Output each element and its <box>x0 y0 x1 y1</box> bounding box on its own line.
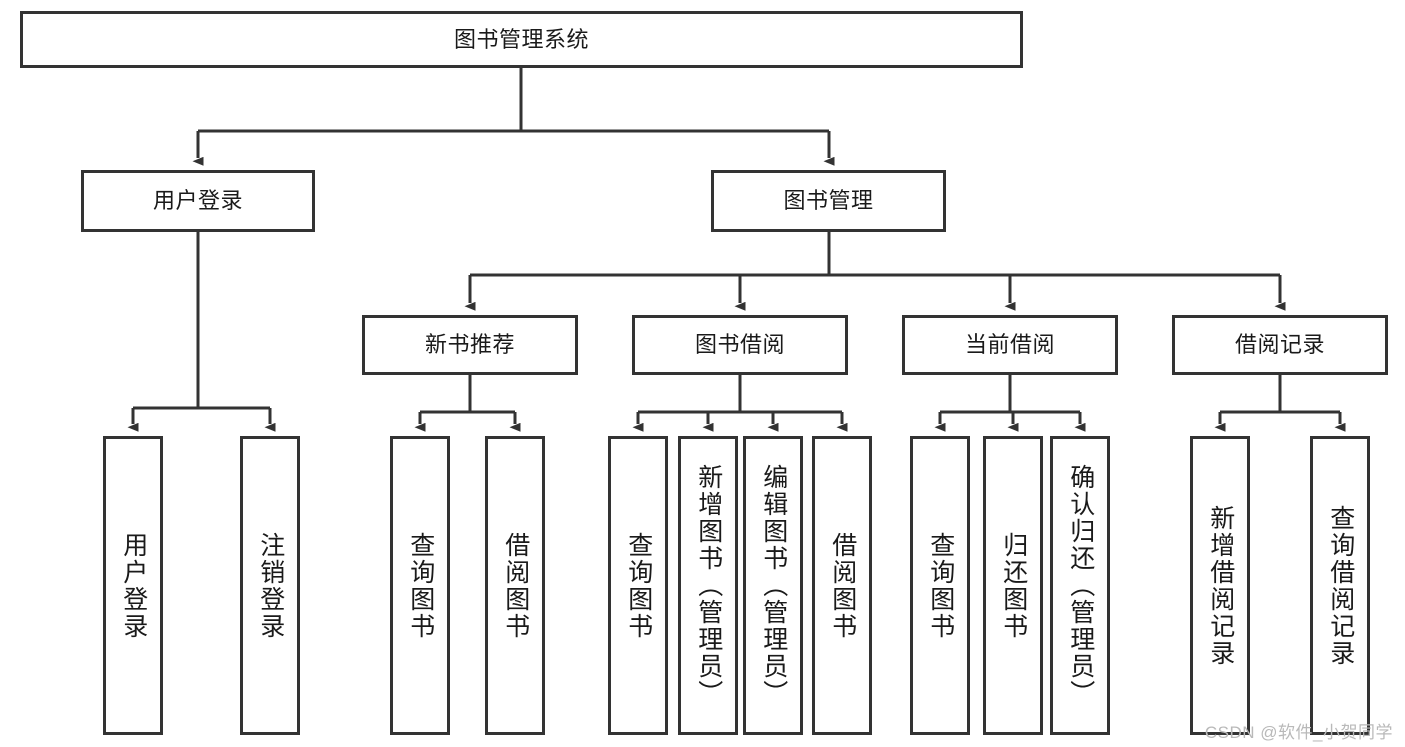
node-book-management[interactable]: 图书管理 <box>711 170 946 232</box>
node-label: 借阅记录 <box>1234 332 1325 358</box>
node-new-book-recommendation[interactable]: 新书推荐 <box>362 315 578 375</box>
node-label: 当前借阅 <box>964 332 1055 358</box>
node-label: 编辑图书（管理员） <box>759 464 788 707</box>
node-label: 新增借阅记录 <box>1206 504 1235 667</box>
node-label: 查询图书 <box>624 531 653 640</box>
node-user-login[interactable]: 用户登录 <box>81 170 315 232</box>
node-book-borrowing[interactable]: 图书借阅 <box>632 315 848 375</box>
node-label: 图书管理系统 <box>453 26 589 52</box>
node-leaf-edit-book[interactable]: 编辑图书（管理员） <box>743 436 803 735</box>
node-leaf-query-book-1[interactable]: 查询图书 <box>390 436 450 735</box>
node-label: 图书管理 <box>783 188 874 214</box>
node-label: 借阅图书 <box>501 531 530 640</box>
node-label: 查询图书 <box>926 531 955 640</box>
node-label: 用户登录 <box>152 188 243 214</box>
node-label: 图书借阅 <box>694 332 785 358</box>
node-label: 查询借阅记录 <box>1326 504 1355 667</box>
node-leaf-query-book-3[interactable]: 查询图书 <box>910 436 970 735</box>
node-current-borrowing[interactable]: 当前借阅 <box>902 315 1118 375</box>
node-leaf-query-record[interactable]: 查询借阅记录 <box>1310 436 1370 735</box>
watermark: CSDN @软件_小贺同学 <box>1204 723 1393 742</box>
node-borrowing-record[interactable]: 借阅记录 <box>1172 315 1388 375</box>
node-label: 确认归还（管理员） <box>1066 464 1095 707</box>
node-leaf-add-book[interactable]: 新增图书（管理员） <box>678 436 738 735</box>
node-root-system[interactable]: 图书管理系统 <box>20 11 1023 68</box>
node-leaf-logout[interactable]: 注销登录 <box>240 436 300 735</box>
node-label: 归还图书 <box>999 531 1028 640</box>
node-leaf-confirm-return[interactable]: 确认归还（管理员） <box>1050 436 1110 735</box>
node-leaf-user-login[interactable]: 用户登录 <box>103 436 163 735</box>
node-leaf-return-book[interactable]: 归还图书 <box>983 436 1043 735</box>
node-label: 用户登录 <box>119 531 148 640</box>
node-label: 注销登录 <box>256 531 285 640</box>
node-leaf-query-book-2[interactable]: 查询图书 <box>608 436 668 735</box>
node-label: 新书推荐 <box>424 332 515 358</box>
node-label: 查询图书 <box>406 531 435 640</box>
node-label: 新增图书（管理员） <box>694 464 723 707</box>
node-leaf-borrow-book-1[interactable]: 借阅图书 <box>485 436 545 735</box>
node-leaf-borrow-book-2[interactable]: 借阅图书 <box>812 436 872 735</box>
node-label: 借阅图书 <box>828 531 857 640</box>
node-leaf-add-record[interactable]: 新增借阅记录 <box>1190 436 1250 735</box>
